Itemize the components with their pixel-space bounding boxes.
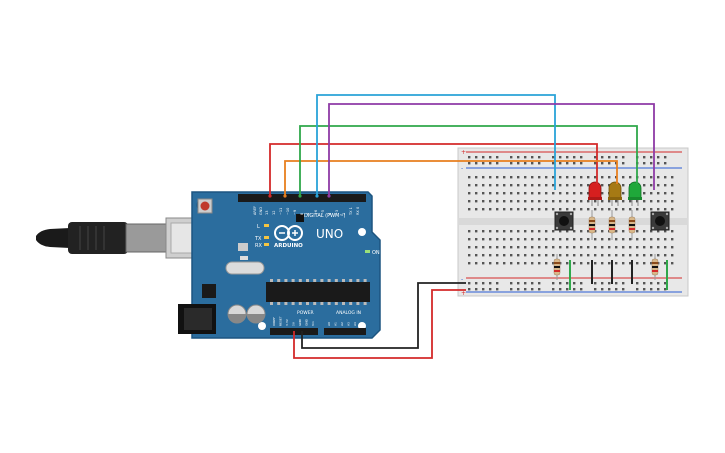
digital-pin-label: 7	[307, 213, 311, 215]
resistor[interactable]	[651, 254, 659, 280]
analog-label: ANALOG IN	[336, 310, 361, 316]
wire-ends	[268, 194, 331, 198]
analog-pin-label: A1	[334, 322, 338, 326]
pushbutton-2[interactable]	[650, 211, 670, 231]
on-label: ON	[372, 250, 380, 256]
wire-red-5v[interactable]	[293, 289, 466, 359]
digital-pin-label: 8	[300, 213, 304, 215]
power-label: POWER	[297, 310, 314, 316]
power-pin-label: Vin	[311, 321, 315, 326]
model-label: UNO	[316, 227, 343, 241]
mounting-hole	[358, 228, 366, 236]
resistor[interactable]	[628, 210, 636, 240]
wire-black-gnd[interactable]	[301, 282, 466, 349]
jumper-wires[interactable]	[569, 260, 668, 290]
aref-label: AREF	[253, 206, 257, 215]
analog-pin-label: A4	[353, 322, 357, 326]
power-pin-label: IOREF	[272, 317, 276, 326]
rx-label: RX	[255, 243, 262, 249]
wire-red-pin13[interactable]	[269, 143, 598, 196]
digital-label: DIGITAL (PWM~)	[304, 213, 346, 219]
power-jack[interactable]	[178, 304, 216, 334]
digital-pin-label: 12	[272, 211, 276, 215]
digital-pin-label: ~10	[286, 208, 290, 215]
wire-green-pin9[interactable]	[299, 125, 638, 196]
rail-plus-label: +	[461, 149, 466, 156]
pushbutton-1[interactable]	[554, 211, 574, 231]
crystal-oscillator	[225, 261, 265, 275]
power-pin-label: 5V	[292, 321, 296, 326]
led-yellow[interactable]	[608, 181, 622, 206]
analog-header	[324, 328, 366, 335]
small-chip	[296, 214, 304, 222]
brand-label: ARDUINO	[274, 243, 303, 249]
digital-pin-label: 2	[342, 213, 346, 215]
wire-blue-pin7[interactable]	[316, 94, 556, 196]
digital-pin-label: ~3	[335, 210, 339, 215]
l-label: L	[257, 224, 260, 230]
digital-pin-label: RX 0	[356, 207, 360, 215]
digital-header	[238, 194, 366, 202]
digital-pin-label: 4	[328, 212, 332, 215]
digital-pin-label: ~9	[293, 210, 297, 215]
resistor[interactable]	[553, 254, 561, 280]
digital-pin-label: TX 1	[349, 207, 353, 216]
power-pin-label: GND	[305, 318, 309, 326]
voltage-regulator	[202, 284, 216, 298]
small-chip	[238, 243, 248, 251]
power-pin-label: 3.3V	[285, 318, 289, 326]
led-rx-indicator	[264, 243, 269, 246]
resistor[interactable]	[608, 210, 616, 240]
mounting-hole	[258, 322, 266, 330]
capacitor	[246, 304, 266, 324]
arduino-logo	[274, 225, 303, 241]
digital-pin-label: ~11	[279, 208, 283, 215]
analog-pin-label: A3	[347, 322, 351, 326]
small-chip	[240, 256, 248, 260]
rail-plus-label: +	[461, 290, 466, 297]
led-red[interactable]	[588, 181, 602, 206]
led-on-indicator	[365, 250, 370, 253]
power-pin-label: GND	[298, 318, 302, 326]
analog-pin-label: A2	[340, 322, 344, 326]
usb-cable[interactable]	[36, 222, 167, 254]
power-pin-label: RESET	[279, 316, 283, 326]
analog-pin-label: A5	[360, 322, 364, 326]
tx-label: TX	[254, 236, 262, 242]
analog-pin-label: A0	[327, 322, 331, 326]
atmega-chip	[266, 279, 370, 305]
led-l-indicator	[264, 224, 269, 227]
resistor[interactable]	[588, 210, 596, 240]
rail-minus-label: -	[461, 276, 463, 283]
led-tx-indicator	[264, 236, 269, 239]
digital-pin-label: 13	[265, 211, 269, 215]
gnd-label: GND	[259, 207, 263, 215]
wire-purple-pin6[interactable]	[328, 103, 655, 196]
rail-minus-label: -	[461, 165, 463, 172]
reset-button[interactable]	[197, 198, 213, 214]
wire-orange-pin10[interactable]	[284, 160, 618, 196]
led-green[interactable]	[628, 181, 642, 206]
digital-pin-label: ~6	[314, 210, 318, 215]
capacitor	[227, 304, 247, 324]
digital-pin-label: ~5	[321, 210, 325, 215]
